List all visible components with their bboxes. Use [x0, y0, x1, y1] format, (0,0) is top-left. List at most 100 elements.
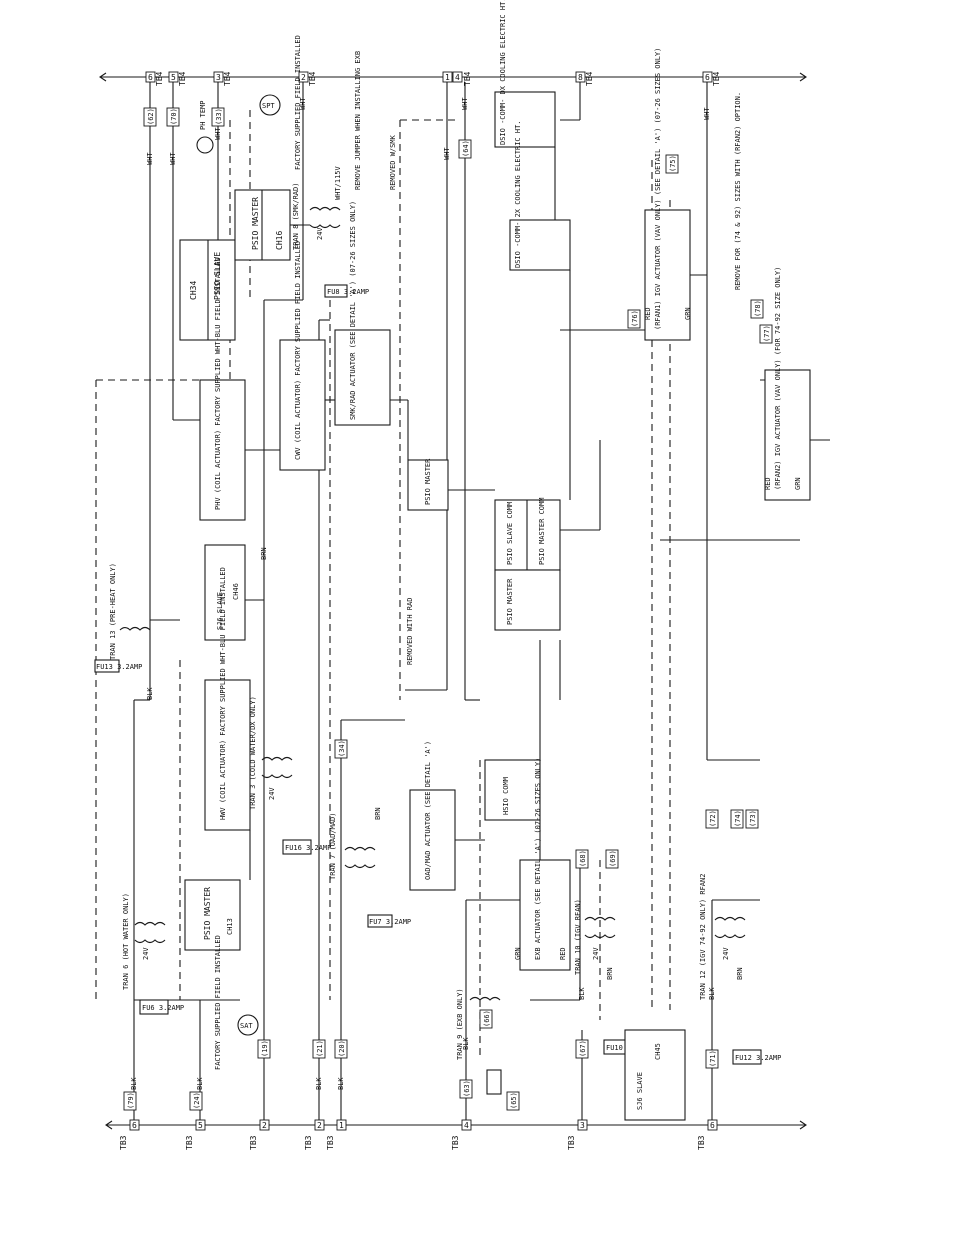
svg-text:FU16 3.2AMP: FU16 3.2AMP: [285, 844, 331, 852]
wire-label-76: (76): [627, 309, 641, 329]
svg-text:(73): (73): [749, 810, 757, 827]
tb3-label: TB3: [697, 1135, 706, 1150]
svg-text:BLK: BLK: [130, 1077, 138, 1090]
svg-text:(24): (24): [193, 1092, 201, 1109]
tran3: TRAN 3 (COLD WATER/DX ONLY): [249, 696, 293, 810]
svg-text:PSIO MASTER: PSIO MASTER: [506, 578, 514, 625]
svg-text:BLK: BLK: [337, 1077, 345, 1090]
svg-text:PSIO SLAVE COMM: PSIO SLAVE COMM: [506, 502, 514, 565]
svg-text:TRAN 8 (SMK/RAD): TRAN 8 (SMK/RAD): [292, 183, 300, 250]
psio-slave-ch34: PSIO SLAVE CH34: [179, 239, 236, 341]
wire-label-21: (21): [312, 1039, 326, 1059]
component-wires: [173, 147, 830, 880]
svg-text:(79): (79): [127, 1092, 135, 1109]
svg-text:WHT: WHT: [703, 107, 711, 120]
tb4-num: 1: [445, 73, 450, 82]
wire-label-70: (70): [166, 107, 180, 127]
tb3-label: TB3: [119, 1135, 128, 1150]
tb4-terminal: 8 TB4: [575, 71, 594, 86]
fu16-fuse: FU16 3.2AMP: [282, 839, 331, 855]
svg-text:REMOVED W/SMK: REMOVED W/SMK: [389, 134, 397, 190]
sj6-ch46: SJ6 SLAVE CH46: [204, 544, 246, 641]
tb4-num: 2: [301, 73, 306, 82]
svg-text:CH45: CH45: [654, 1043, 662, 1060]
svg-text:24V: 24V: [592, 947, 600, 960]
svg-text:GRN: GRN: [514, 947, 522, 960]
svg-text:(76): (76): [631, 310, 639, 327]
tb4-label: TB4: [155, 71, 164, 86]
svg-text:BLK: BLK: [708, 987, 716, 1000]
psio-master-ch7: PSIO MASTER CH13: [184, 879, 241, 951]
tran13: TRAN 13 (PRE-HEAT ONLY): [109, 563, 151, 660]
tb4-label: TB4: [585, 71, 594, 86]
svg-text:(68): (68): [579, 850, 587, 867]
svg-text:WHT/115V: WHT/115V: [334, 165, 342, 200]
cwv-actuator: CWV (COIL ACTUATOR) FACTORY SUPPLIED FIE…: [279, 241, 326, 471]
svg-text:GRN: GRN: [684, 307, 692, 320]
tb3-label: TB3: [567, 1135, 576, 1150]
svg-text:CH13: CH13: [226, 918, 234, 935]
tb4-num: 5: [171, 73, 176, 82]
svg-text:CH46: CH46: [232, 583, 240, 600]
svg-text:PH TEMP: PH TEMP: [199, 100, 207, 130]
svg-text:TRAN 7 (OAD/MAD): TRAN 7 (OAD/MAD): [329, 813, 337, 880]
tb4-label: TB4: [463, 71, 472, 86]
wire-label-33: (33): [211, 107, 225, 127]
tb3-num: 3: [580, 1121, 585, 1130]
svg-text:FU12 3.2AMP: FU12 3.2AMP: [735, 1054, 781, 1062]
svg-text:(RFAN2) IGV ACTUATOR (VAV ONLY: (RFAN2) IGV ACTUATOR (VAV ONLY) (FOR 74-…: [774, 267, 782, 490]
tb3-num: 6: [132, 1121, 137, 1130]
wire-label-68: (68): [575, 849, 589, 869]
svg-text:BRN: BRN: [736, 967, 744, 980]
tb3-label: TB3: [185, 1135, 194, 1150]
svg-text:WHT: WHT: [146, 152, 154, 165]
svg-text:BLK: BLK: [146, 687, 154, 700]
svg-text:PSIO MASTER COMM: PSIO MASTER COMM: [538, 498, 546, 565]
svg-text:(33): (33): [215, 108, 223, 125]
tb4-num: 8: [578, 73, 583, 82]
svg-text:WHT: WHT: [299, 97, 307, 110]
tb4-num: 6: [705, 73, 710, 82]
tb4-num: 3: [216, 73, 221, 82]
wire-label-67: (67): [575, 1039, 589, 1059]
svg-text:CH16: CH16: [275, 231, 284, 250]
svg-text:FU6 3.2AMP: FU6 3.2AMP: [142, 1004, 184, 1012]
tb3-num: 1: [339, 1121, 344, 1130]
svg-text:OAD/MAD ACTUATOR (SEE DETAIL ': OAD/MAD ACTUATOR (SEE DETAIL 'A'): [424, 741, 432, 880]
svg-text:WHT: WHT: [169, 152, 177, 165]
tb4-num: 6: [148, 73, 153, 82]
svg-text:TRAN 3 (COLD WATER/DX ONLY): TRAN 3 (COLD WATER/DX ONLY): [249, 696, 257, 810]
svg-text:(21): (21): [316, 1040, 324, 1057]
phv-actuator: PHV (COIL ACTUATOR) FACTORY SUPPLIED WHT…: [199, 257, 246, 521]
svg-text:(71): (71): [709, 1050, 717, 1067]
svg-text:TRAN 13 (PRE-HEAT ONLY): TRAN 13 (PRE-HEAT ONLY): [109, 563, 117, 660]
svg-text:RED: RED: [644, 307, 652, 320]
removed-with-rad-note: REMOVED WITH RAD: [406, 598, 414, 665]
tb3-num: 2: [317, 1121, 322, 1130]
svg-text:(RFAN1) IGV ACTUATOR (VAV ONLY: (RFAN1) IGV ACTUATOR (VAV ONLY) (SEE DET…: [654, 48, 662, 330]
tb4-terminal: 3 TB4: [213, 71, 232, 86]
remove-74-note: REMOVE FOR (74 & 92) SIZES WITH (RFAN2) …: [734, 92, 742, 290]
svg-text:SJ6 SLAVE: SJ6 SLAVE: [636, 1072, 644, 1110]
svg-text:BLK: BLK: [196, 1077, 204, 1090]
svg-text:HSIO COMM: HSIO COMM: [502, 777, 510, 815]
svg-text:GRN: GRN: [794, 477, 802, 490]
tb3-num: 4: [464, 1121, 469, 1130]
svg-text:BRN: BRN: [606, 967, 614, 980]
tran12: TRAN 12 (IGV 74-92 ONLY) RFAN2: [699, 874, 746, 1000]
tb4-terminal: 6 TB4: [702, 71, 721, 86]
wire-label-71: (71): [705, 1049, 719, 1069]
svg-text:HWV (COIL ACTUATOR) FACTORY SU: HWV (COIL ACTUATOR) FACTORY SUPPLIED WHT…: [219, 567, 227, 820]
svg-text:SAT: SAT: [240, 1022, 253, 1030]
sat-sensor-bottom: SAT FACTORY SUPPLIED FIELD INSTALLED: [214, 935, 259, 1070]
wire-label-72: (72): [705, 809, 719, 829]
svg-text:TRAN 6 (HOT WATER ONLY): TRAN 6 (HOT WATER ONLY): [122, 893, 130, 990]
svg-text:BRN: BRN: [374, 807, 382, 820]
tb3-num: 5: [198, 1121, 203, 1130]
tb3-num: 6: [710, 1121, 715, 1130]
wire-label-74: (74): [730, 809, 744, 829]
svg-text:PSIO SLAVE: PSIO SLAVE: [213, 252, 222, 300]
svg-text:(62): (62): [147, 108, 155, 125]
tran7: TRAN 7 (OAD/MAD): [329, 813, 376, 880]
svg-text:(75): (75): [669, 155, 677, 172]
